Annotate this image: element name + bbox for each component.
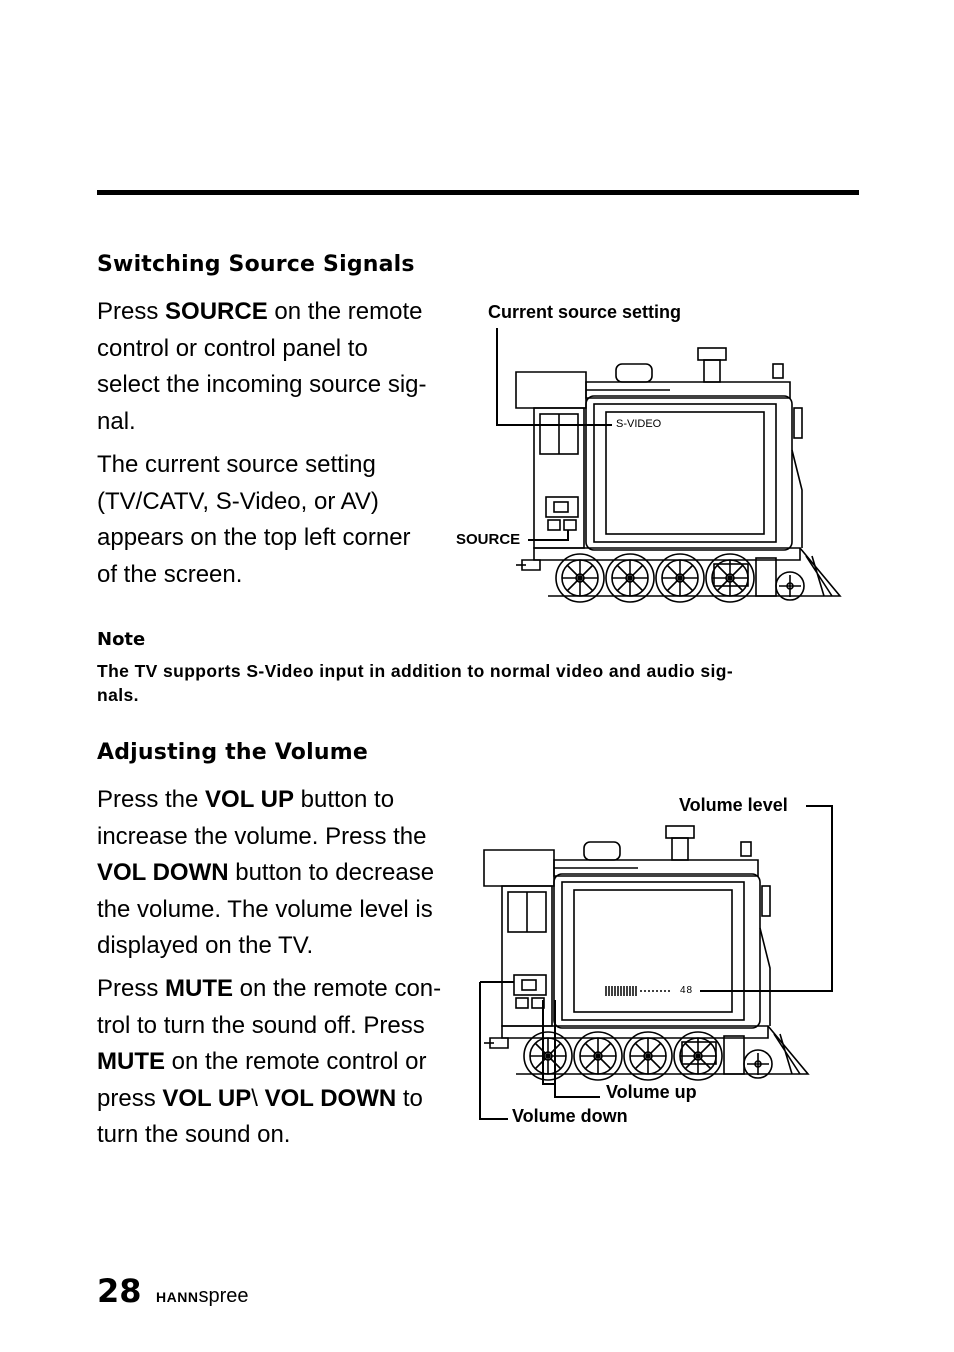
callout-source-button: SOURCE — [456, 531, 521, 548]
callout-volume-down: Volume down — [512, 1106, 628, 1126]
callout-volume-level: Volume level — [679, 795, 788, 815]
note-text: The TV supports S-Video input in additio… — [97, 661, 734, 705]
page-number: 28 — [97, 1272, 142, 1310]
osd-source-label: S-VIDEO — [616, 418, 662, 430]
volume-bar-icon — [605, 986, 670, 996]
source-paragraph-2: The current source setting (TV/CATV, S-V… — [97, 451, 411, 588]
note-label: Note — [97, 629, 146, 650]
osd-volume-value: 48 — [680, 985, 694, 996]
brand-logo: HANNspree — [156, 1285, 249, 1307]
volume-paragraph-2: Press MUTE on the remote con- trol to tu… — [97, 975, 442, 1148]
source-paragraph-1: Press SOURCE on the remote control or co… — [97, 298, 427, 435]
section-heading-volume: Adjusting the Volume — [97, 740, 368, 765]
callout-volume-up: Volume up — [606, 1082, 697, 1102]
section-heading-source: Switching Source Signals — [97, 252, 415, 277]
top-rule — [97, 190, 859, 195]
callout-current-source: Current source setting — [488, 302, 682, 322]
volume-paragraph-1: Press the VOL UP button to increase the … — [97, 786, 435, 959]
